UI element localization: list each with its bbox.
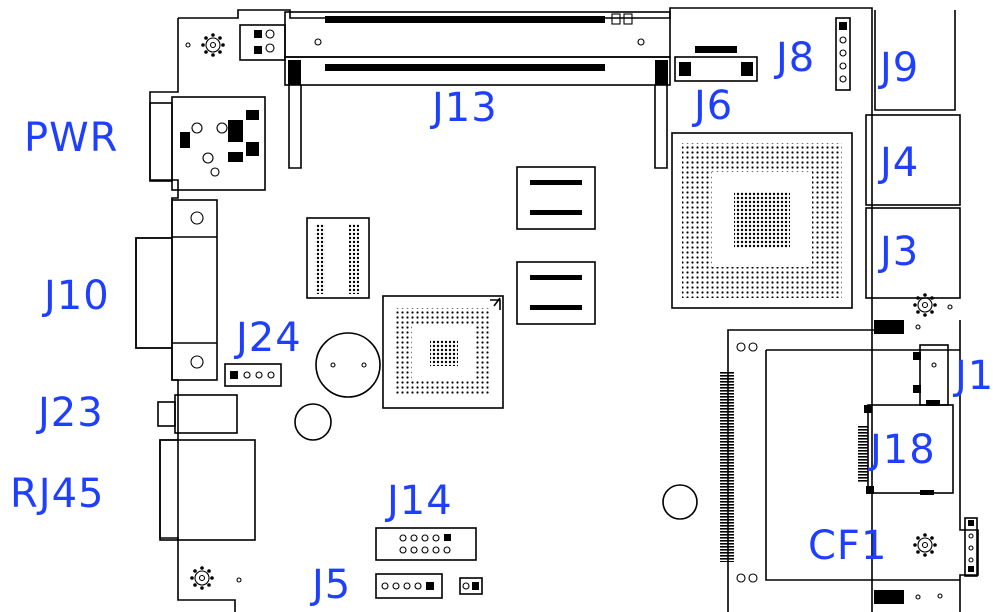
- label-cf1: CF1: [808, 523, 888, 569]
- mount-hole-top-left: [201, 33, 225, 57]
- mount-hole-bottom-right: [913, 533, 937, 557]
- label-j9: J9: [880, 45, 920, 91]
- j5-header: [375, 573, 483, 599]
- j24-header: [224, 363, 282, 387]
- label-j6: J6: [694, 83, 734, 129]
- capacitor-2: [662, 484, 698, 520]
- label-j3: J3: [880, 229, 920, 275]
- j1-switch: [913, 344, 949, 406]
- mount-hole-right: [913, 293, 937, 317]
- cpu-bga-chip: [671, 132, 853, 309]
- j13-sodimm-slot: [284, 11, 671, 169]
- label-j18: J18: [870, 427, 936, 473]
- label-j5: J5: [312, 562, 352, 608]
- j8-header: [835, 17, 851, 91]
- j18-sd-slot: [858, 404, 954, 495]
- label-j14: J14: [387, 478, 453, 524]
- rj45-connector: [159, 439, 256, 541]
- label-j10: J10: [44, 273, 110, 319]
- chipset-bga-chip: [382, 295, 504, 409]
- battery: [315, 332, 381, 398]
- j3-port: [865, 207, 961, 299]
- label-j1: J1: [955, 353, 995, 399]
- memory-chip-1: [516, 166, 596, 230]
- cf1-slot: [720, 320, 960, 604]
- j10-db9-connector: [135, 199, 218, 381]
- j4-port: [865, 114, 961, 206]
- capacitor-1: [294, 403, 332, 441]
- label-j24: J24: [236, 315, 302, 361]
- mount-hole-bottom-left: [190, 566, 214, 590]
- label-rj45: RJ45: [10, 471, 105, 517]
- j23-jack: [157, 394, 238, 434]
- j14-header: [375, 527, 477, 561]
- label-j4: J4: [880, 140, 920, 186]
- label-pwr: PWR: [24, 115, 119, 161]
- label-j13: J13: [432, 85, 498, 131]
- label-j8: J8: [776, 35, 816, 81]
- memory-chip-3: [306, 217, 370, 299]
- pwr-jack: [149, 96, 266, 191]
- memory-chip-2: [516, 261, 596, 325]
- j6-connector: [674, 46, 758, 82]
- label-j23: J23: [38, 390, 104, 436]
